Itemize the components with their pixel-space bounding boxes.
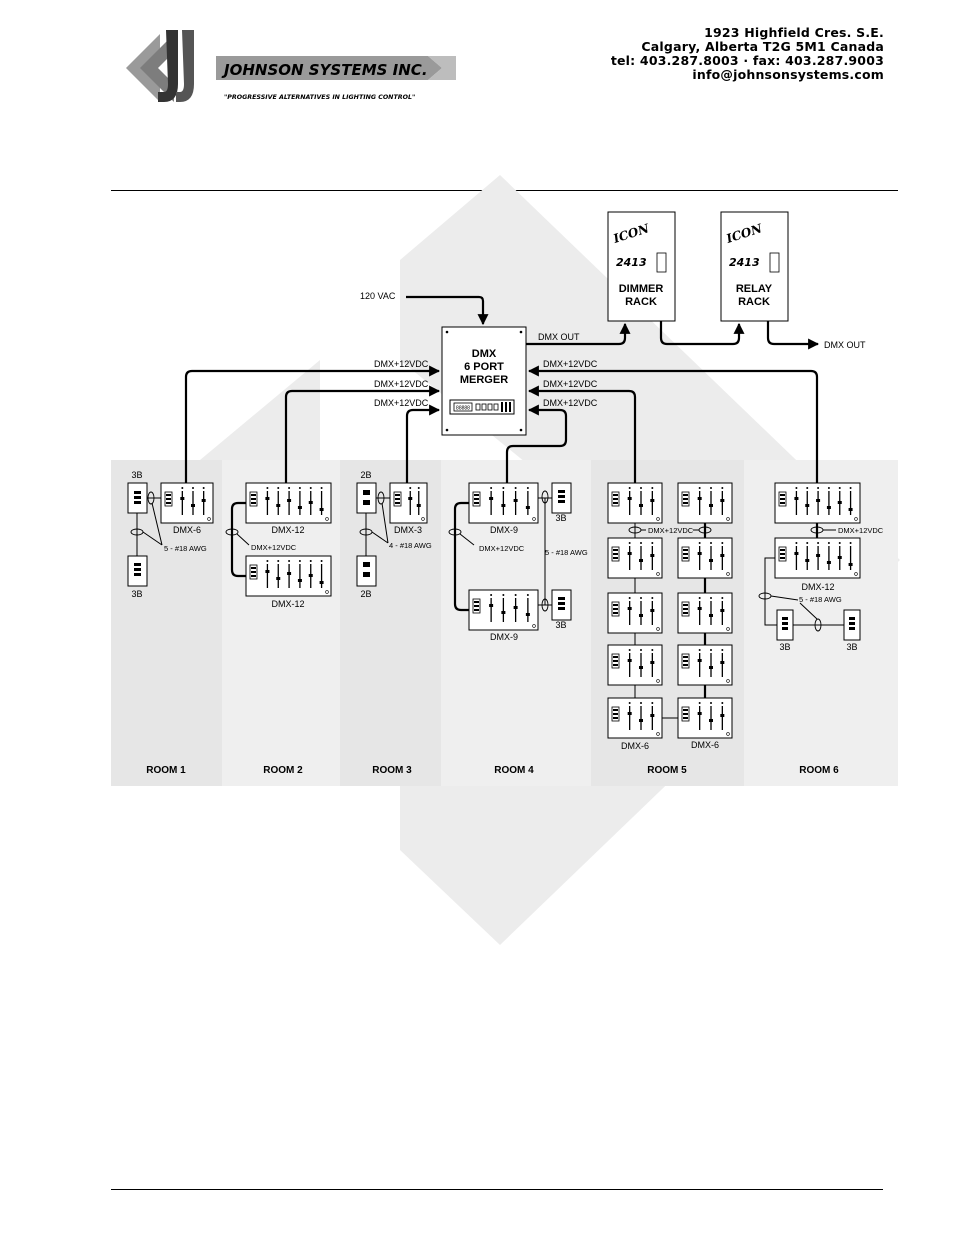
phone-line: tel: 403.287.8003 · fax: 403.287.9003 xyxy=(610,53,884,68)
room-label-2: ROOM 2 xyxy=(263,765,303,776)
merger-display: 88888 xyxy=(456,406,470,412)
feed-wire-room2 xyxy=(284,385,441,483)
feed-label-room4: DMX+12VDC xyxy=(543,398,598,408)
room-label-1: ROOM 1 xyxy=(146,765,186,776)
email-line: info@johnsonsystems.com xyxy=(692,67,884,82)
station-label: DMX-12 xyxy=(271,599,304,609)
feed-wire-room3 xyxy=(405,404,441,483)
station-label: DMX-6 xyxy=(173,525,201,535)
station-label: 3B xyxy=(779,642,790,652)
wire-gauge-label: 4 - #18 AWG xyxy=(389,541,432,550)
wire-gauge-label: 5 - #18 AWG xyxy=(545,548,588,557)
fader-details xyxy=(164,487,858,736)
company-tagline: "PROGRESSIVE ALTERNATIVES IN LIGHTING CO… xyxy=(224,94,415,101)
station-label: DMX-12 xyxy=(271,525,304,535)
power-wire xyxy=(406,295,489,326)
wire-signal-label: DMX+12VDC xyxy=(251,543,297,552)
room-label-3: ROOM 3 xyxy=(372,765,412,776)
feed-label-room5: DMX+12VDC xyxy=(543,379,598,389)
feed-wire-room1 xyxy=(184,365,441,483)
feed-wire-room4 xyxy=(505,404,568,483)
wire-gauge-label: 5 - #18 AWG xyxy=(164,544,207,553)
room-label-6: ROOM 6 xyxy=(799,765,839,776)
rack-label-1: RELAY xyxy=(736,283,773,295)
station-label: 3B xyxy=(555,513,566,523)
dimmer-to-relay-wire xyxy=(659,321,745,346)
feed-wire-room6 xyxy=(527,365,819,483)
merger-dmx-out-label: DMX OUT xyxy=(538,332,580,342)
merger-to-dimmer-wire xyxy=(526,322,631,346)
merger-label-1: DMX xyxy=(472,348,497,360)
station-label: DMX-6 xyxy=(621,741,649,751)
room-label-5: ROOM 5 xyxy=(647,765,687,776)
feed-label-room1: DMX+12VDC xyxy=(374,359,429,369)
station-label: 2B xyxy=(360,589,371,599)
wire-signal-label: DMX+12VDC xyxy=(648,526,694,535)
station-label: 3B xyxy=(555,620,566,630)
dimmer-rack: ICON 2413 DIMMER RACK xyxy=(607,211,676,322)
feed-label-room6: DMX+12VDC xyxy=(543,359,598,369)
station-label: DMX-6 xyxy=(691,740,719,750)
power-label: 120 VAC xyxy=(360,291,396,301)
rack-label-2: RACK xyxy=(625,296,657,308)
dmx-merger: DMX 6 PORT MERGER 88888 xyxy=(441,326,527,436)
wire-gauge-label: 5 - #18 AWG xyxy=(799,595,842,604)
rack-model: 2413 xyxy=(729,256,760,269)
rack-label-2: RACK xyxy=(738,296,770,308)
station-label: DMX-9 xyxy=(490,525,518,535)
feed-label-room2: DMX+12VDC xyxy=(374,379,429,389)
station-label: 2B xyxy=(360,470,371,480)
wire-signal-label: DMX+12VDC xyxy=(479,544,525,553)
merger-label-2: 6 PORT xyxy=(464,361,504,373)
merger-label-3: MERGER xyxy=(460,374,508,386)
address-line-1: 1923 Highfield Cres. S.E. xyxy=(704,25,884,40)
company-name: JOHNSON SYSTEMS INC. xyxy=(221,61,428,79)
station-label: DMX-3 xyxy=(394,525,422,535)
address-line-2: Calgary, Alberta T2G 5M1 Canada xyxy=(641,39,884,54)
station-label: 3B xyxy=(846,642,857,652)
footer-divider xyxy=(111,1189,883,1190)
relay-dmx-out-label: DMX OUT xyxy=(824,340,866,350)
station-label: 3B xyxy=(131,589,142,599)
feed-label-room3: DMX+12VDC xyxy=(374,398,429,408)
company-logo: JOHNSON SYSTEMS INC. "PROGRESSIVE ALTERN… xyxy=(126,30,456,102)
wire-signal-label: DMX+12VDC xyxy=(838,526,884,535)
room-5-stations: DMX+12VDC DMX-6 DMX-6 xyxy=(607,482,733,751)
room-label-4: ROOM 4 xyxy=(494,765,534,776)
rack-label-1: DIMMER xyxy=(619,283,664,295)
station-label: DMX-12 xyxy=(801,582,834,592)
contact-block: 1923 Highfield Cres. S.E. Calgary, Alber… xyxy=(611,26,884,82)
relay-rack: ICON 2413 RELAY RACK xyxy=(720,211,789,322)
station-label: 3B xyxy=(131,470,142,480)
relay-out-wire xyxy=(766,321,820,350)
station-label: DMX-9 xyxy=(490,632,518,642)
feed-wire-room5 xyxy=(527,385,637,483)
rack-model: 2413 xyxy=(616,256,647,269)
logo-mark xyxy=(126,30,194,102)
